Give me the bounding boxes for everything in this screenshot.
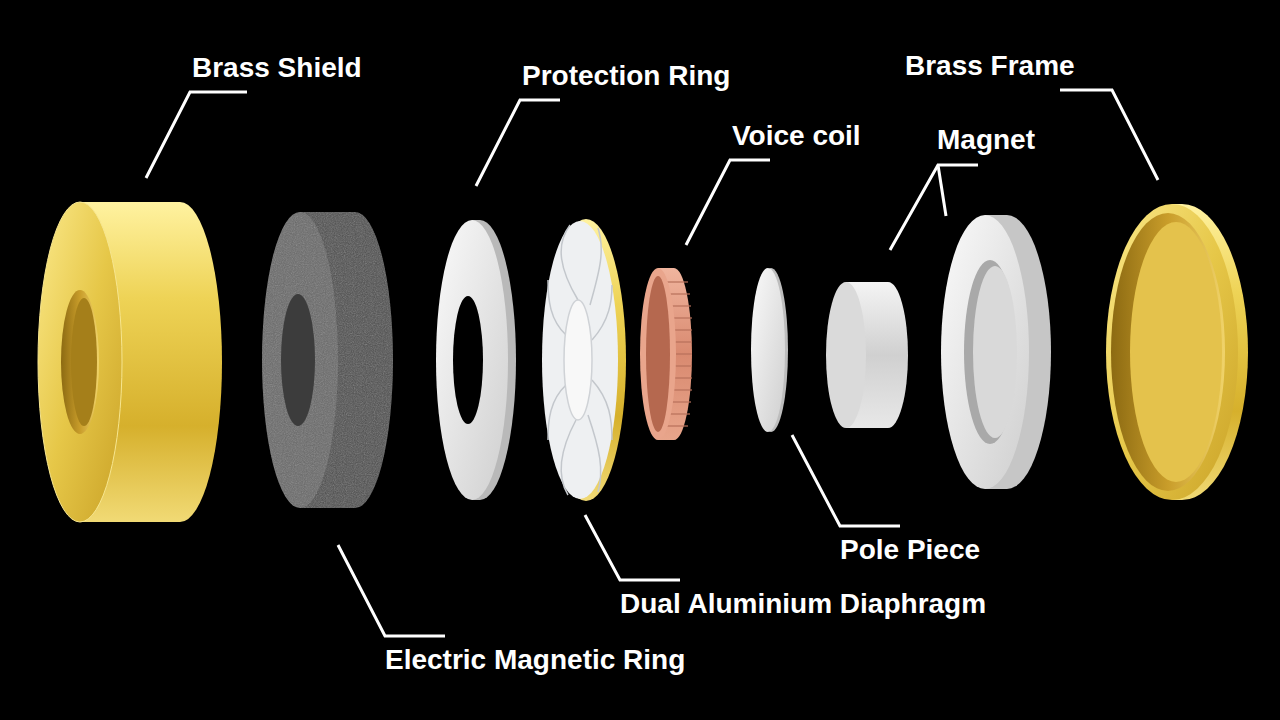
brass-frame [1106, 204, 1248, 500]
magnetic-ring [262, 212, 393, 508]
pole-piece [751, 268, 788, 432]
magnet-disc [826, 282, 908, 428]
voice-coil [640, 268, 692, 440]
brass-shield [38, 202, 222, 522]
magnet-ring [941, 215, 1051, 489]
part-label: Dual Aluminium Diaphragm [620, 588, 986, 620]
diaphragm [542, 219, 626, 501]
part-label: Brass Frame [905, 50, 1075, 82]
protection-ring [436, 220, 516, 500]
part-label: Protection Ring [522, 60, 730, 92]
part-label: Voice coil [732, 120, 861, 152]
part-label: Brass Shield [192, 52, 362, 84]
leader-lines [146, 90, 1158, 636]
part-label: Magnet [937, 124, 1035, 156]
part-label: Pole Piece [840, 534, 980, 566]
part-label: Electric Magnetic Ring [385, 644, 685, 676]
